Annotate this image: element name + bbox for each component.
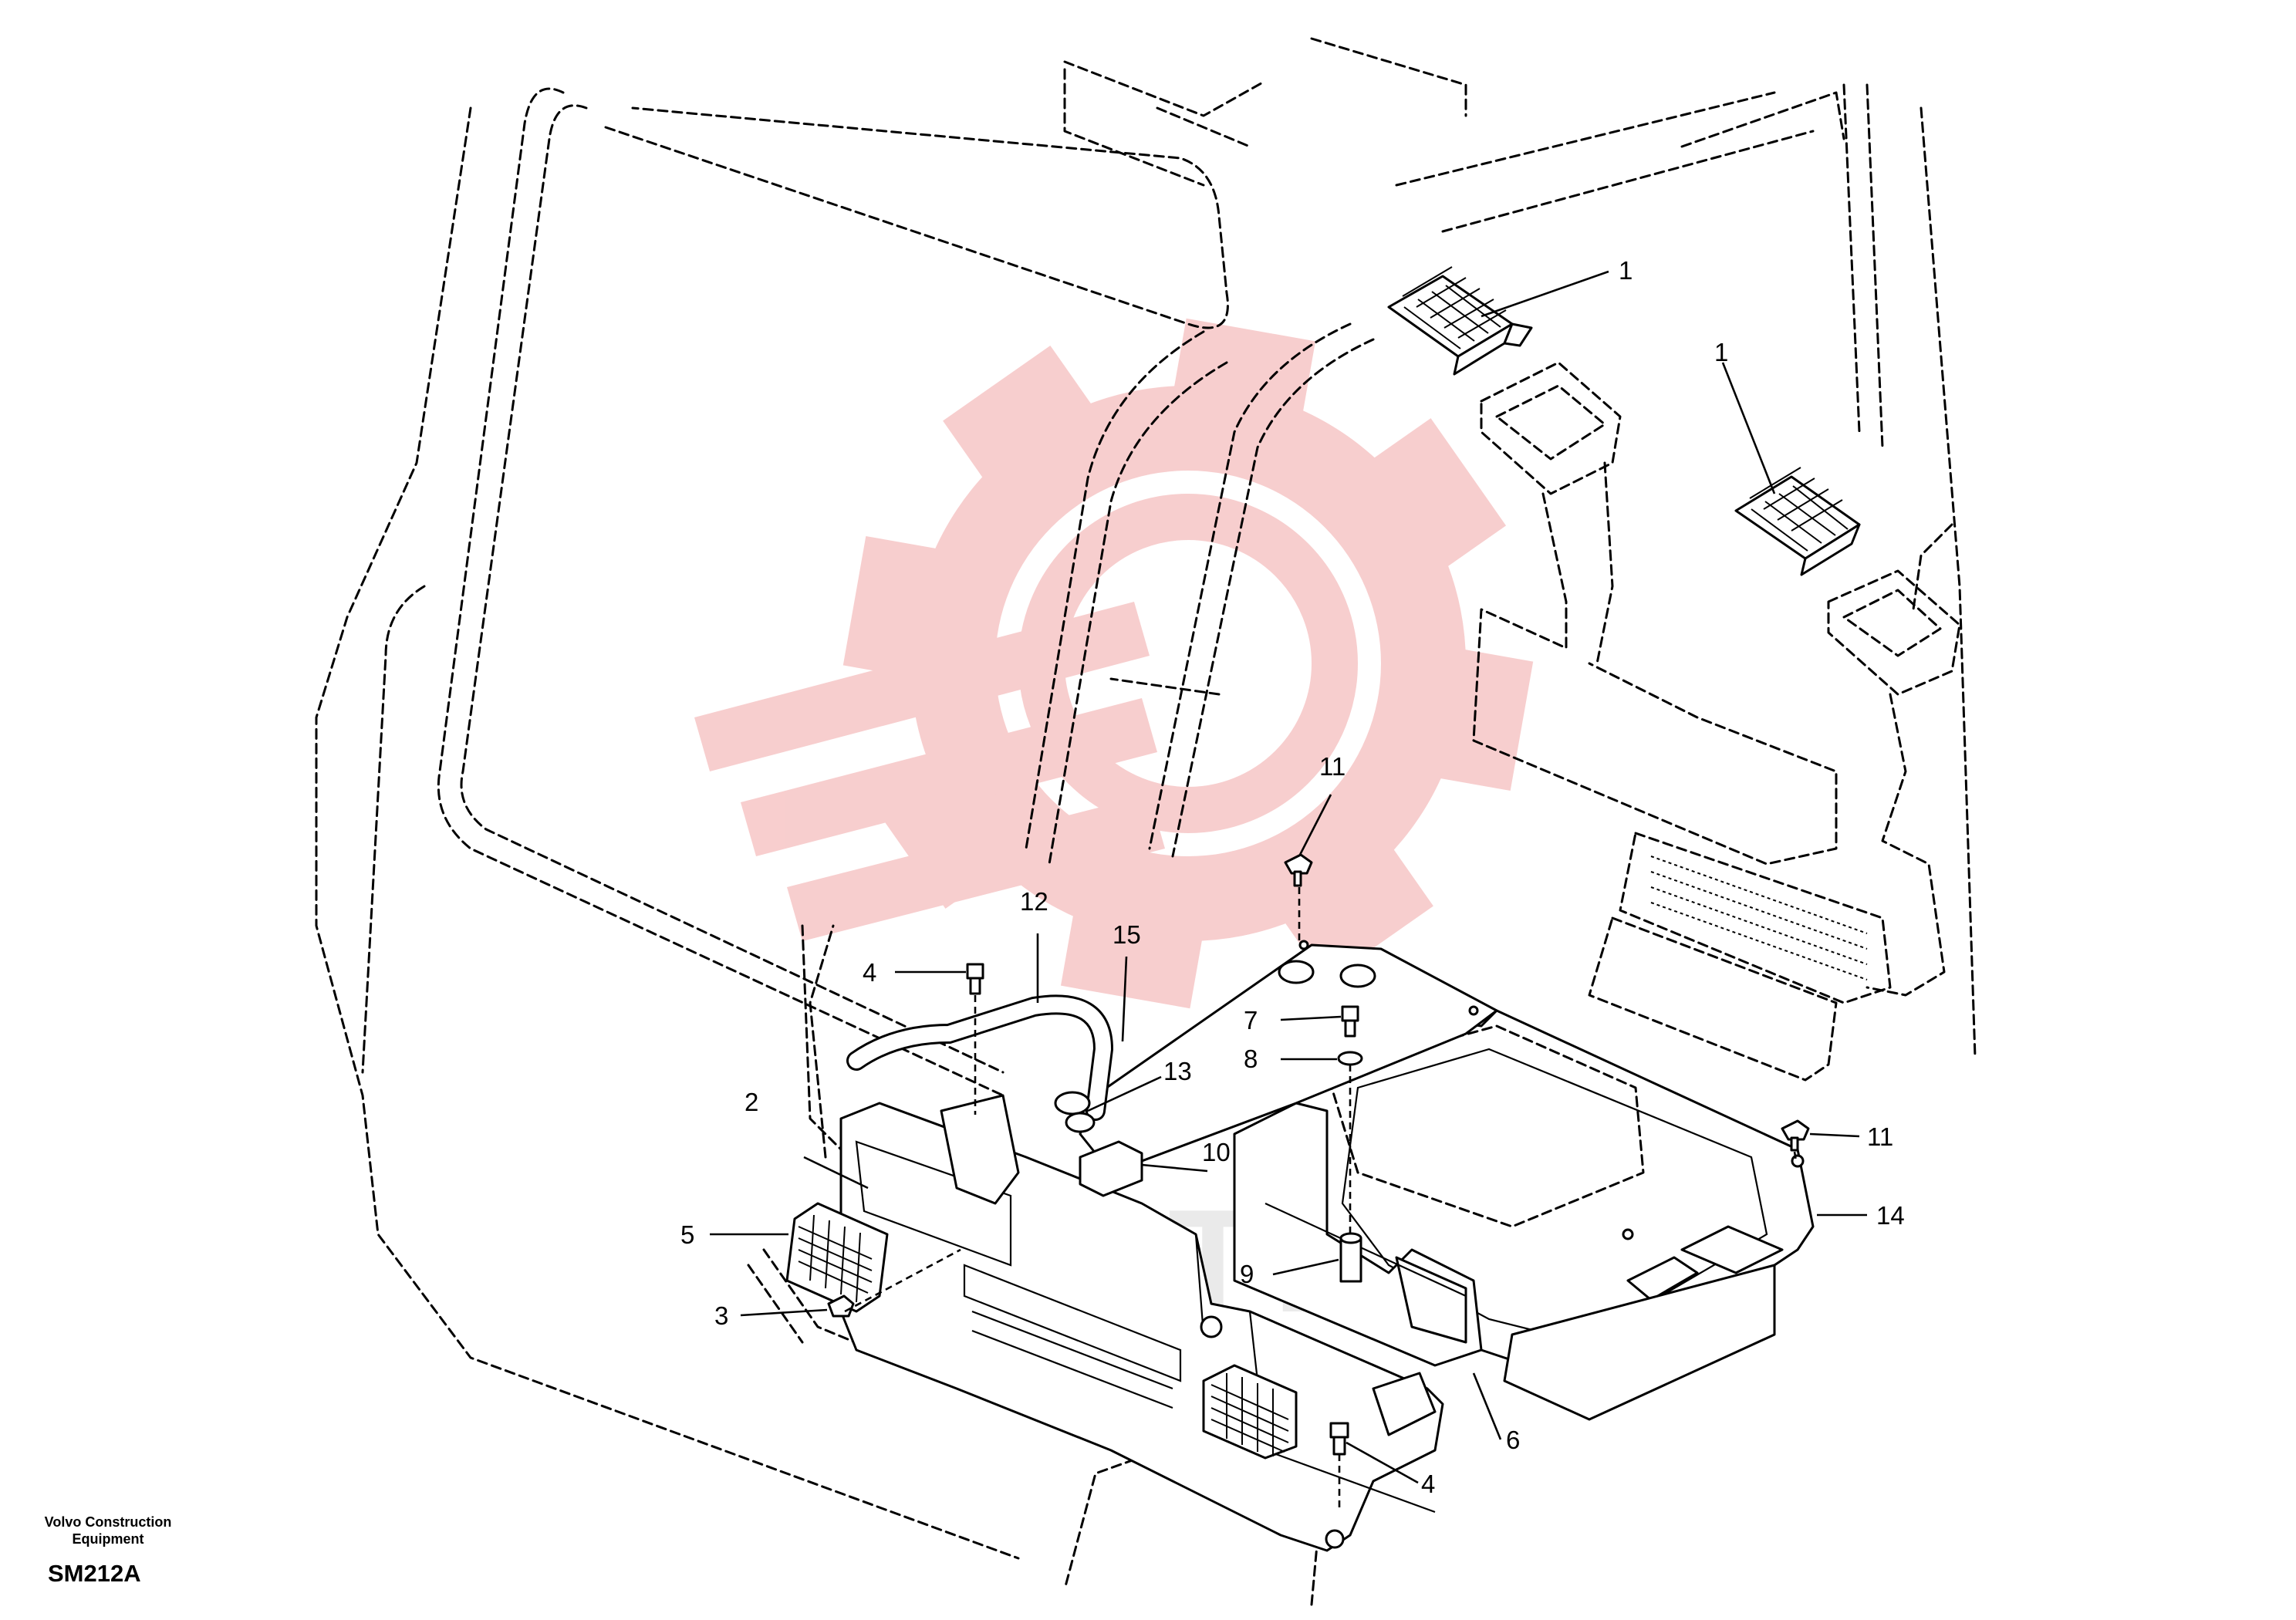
callout-labels: 1 1 2 3 4 4 5 6 7 8 9 10 11 11 12 13 14 … (680, 256, 1905, 1498)
callout-11-top: 11 (1319, 752, 1346, 781)
callout-4-upper: 4 (863, 958, 876, 987)
part-1-vent-upper (1387, 266, 1533, 376)
callout-6: 6 (1506, 1426, 1520, 1454)
callout-13: 13 (1163, 1057, 1192, 1085)
part-1-vent-right (1734, 467, 1861, 576)
callout-14: 14 (1876, 1201, 1905, 1230)
callout-2: 2 (745, 1088, 758, 1116)
callout-5: 5 (680, 1220, 694, 1249)
assembly-lines (844, 887, 1798, 1512)
part-12-hose (846, 994, 1114, 1121)
callout-11-right: 11 (1867, 1122, 1893, 1151)
callout-15: 15 (1113, 920, 1141, 949)
part-13-hose-clamp (1054, 1091, 1096, 1133)
callout-7: 7 (1244, 1006, 1258, 1034)
part-10-sensor (1079, 1140, 1143, 1197)
callout-1-right: 1 (1714, 338, 1728, 366)
part-8-washer (1337, 1051, 1363, 1066)
part-9-spacer (1339, 1232, 1362, 1283)
air-ducts-phantom (1472, 361, 1961, 1082)
callout-1-upper: 1 (1619, 256, 1633, 285)
part-5-front-grille (785, 1202, 889, 1313)
housing-grille (1202, 1364, 1298, 1460)
callout-12: 12 (1020, 887, 1048, 916)
callout-3: 3 (714, 1301, 728, 1330)
part-6-cover-plate (1233, 1102, 1483, 1367)
watermark-stripes (694, 602, 1165, 941)
leader-lines (710, 270, 1867, 1484)
part-2-heater-housing (839, 1094, 1444, 1552)
drawing-code: SM212A (48, 1560, 141, 1587)
cab-outline-phantom (315, 37, 1977, 1606)
part-7-bolt (1341, 1005, 1359, 1038)
callout-8: 8 (1244, 1045, 1258, 1073)
callout-10: 10 (1202, 1138, 1231, 1166)
company-name: Volvo Construction Equipment (44, 1514, 172, 1547)
duct-vent-grille (1650, 856, 1868, 980)
part-4-bolt-upper (966, 963, 984, 995)
part-11-screw-right (1781, 1119, 1810, 1152)
part-4-bolt-lower (1329, 1422, 1349, 1456)
callout-9: 9 (1240, 1260, 1254, 1288)
callout-4-lower: 4 (1421, 1470, 1435, 1498)
part-11-screw-top (1284, 853, 1313, 887)
